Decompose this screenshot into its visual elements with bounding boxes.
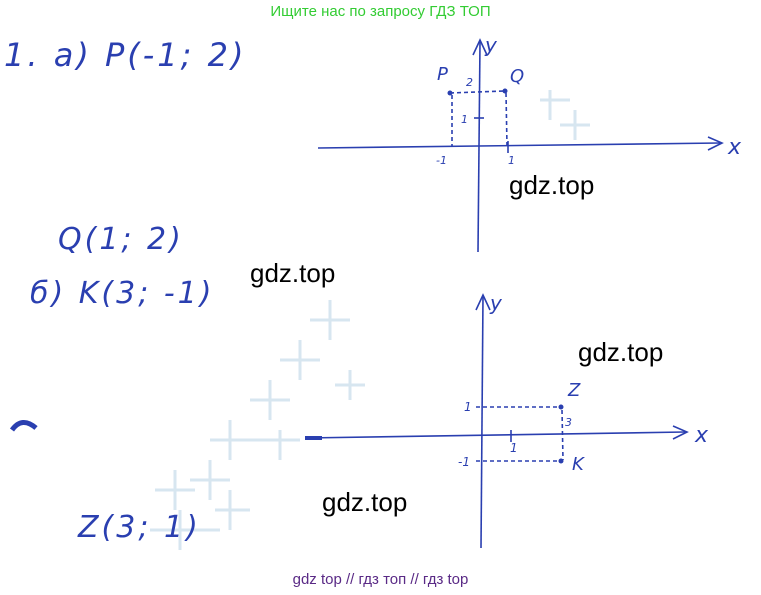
- graph-b-label-k: K: [572, 454, 585, 475]
- graph-b-tick-label-neg1: -1: [458, 455, 470, 469]
- graph-a-label-p: P: [437, 64, 448, 85]
- graph-a-y-axis: [477, 41, 481, 253]
- graph-a-y-label: y: [484, 33, 498, 57]
- graph-a-dash-q: [505, 92, 508, 147]
- arc-mark: [9, 420, 38, 432]
- graph-b-tick-label-3: 3: [565, 416, 572, 429]
- graph-b-y-axis: [480, 295, 484, 549]
- task-b-text: б) K(3; -1): [30, 276, 215, 311]
- graph-a-tick-label-1-x: 1: [508, 154, 515, 167]
- watermark-2: gdz.top: [250, 258, 336, 288]
- graph-b-x-arrow: [672, 425, 689, 440]
- graph-a-y-arrow: [472, 38, 488, 56]
- graph-a-x-arrow: [707, 136, 724, 151]
- graph-b: [304, 293, 689, 549]
- graph-a-label-q: Q: [510, 66, 524, 87]
- site-footer: gdz top // гдз топ // гдз top: [292, 571, 469, 588]
- graph-a-x-label: x: [727, 135, 742, 160]
- graph-b-tick-label-1-y: 1: [464, 400, 472, 414]
- graph-a-x-axis: [317, 142, 721, 149]
- graph-a-point-q: [502, 88, 508, 94]
- graph-b-point-k: [558, 458, 564, 464]
- graph-b-dash-vertical: [561, 409, 564, 461]
- graph-a-tick-label-neg1: -1: [436, 154, 447, 167]
- watermark-4: gdz.top: [322, 487, 408, 517]
- graph-a: [317, 38, 724, 253]
- point-q-text: Q(1; 2): [58, 222, 184, 257]
- watermark-1: gdz.top: [509, 170, 595, 200]
- graph-b-label-z: Z: [567, 380, 581, 401]
- faint-grid-pattern: [150, 90, 590, 550]
- site-banner: Ищите нас по запросу ГДЗ ТОП: [270, 3, 491, 20]
- graph-a-point-p: [447, 90, 453, 96]
- watermark-3: gdz.top: [578, 337, 664, 367]
- graph-b-y-label: y: [489, 291, 503, 315]
- graph-b-point-z: [558, 404, 564, 410]
- graph-a-tick-label-1-y: 1: [461, 113, 468, 126]
- graph-b-y-arrow: [475, 293, 491, 311]
- graph-b-x-label: x: [694, 423, 709, 448]
- graph-b-x-axis: [304, 431, 686, 439]
- point-z-text: Z(3; 1): [78, 510, 201, 545]
- graph-a-dash-top: [449, 90, 506, 94]
- graph-b-tick-label-1-x: 1: [510, 441, 518, 455]
- task-a-text: 1. a) P(-1; 2): [4, 36, 247, 74]
- graph-a-tick-label-2: 2: [466, 76, 473, 89]
